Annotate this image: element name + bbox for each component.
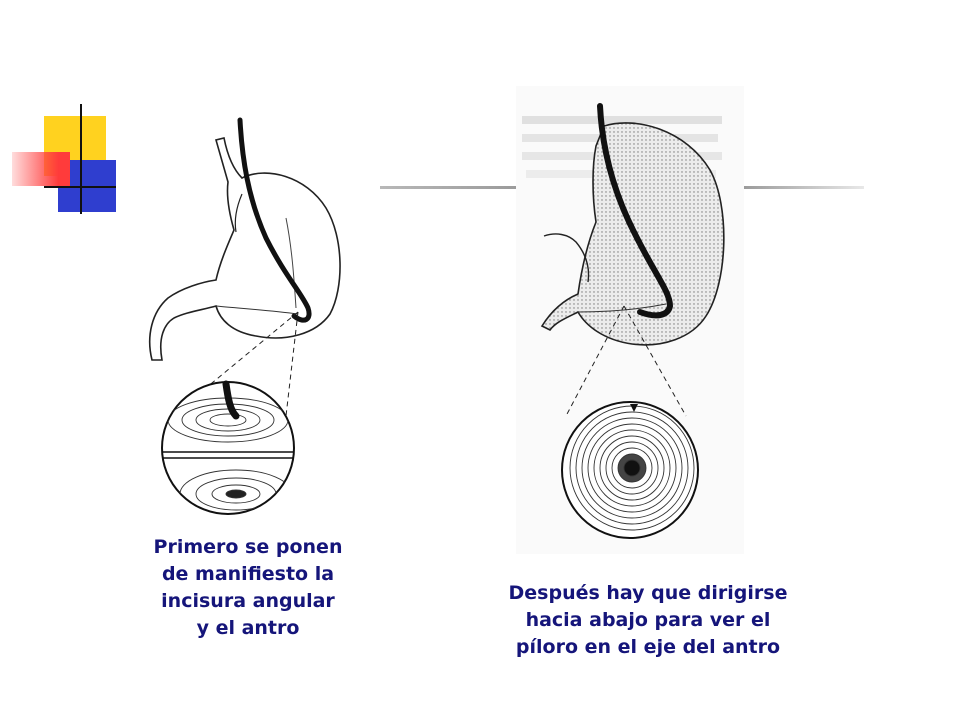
decor-horizontal-line — [44, 186, 122, 188]
caption-incisura: Primero se ponen de manifiesto la incisu… — [116, 534, 380, 642]
decor-red-bar — [12, 152, 70, 186]
caption-pylorus: Después hay que dirigirse hacia abajo pa… — [448, 580, 848, 661]
caption-line: incisura angular — [161, 590, 335, 612]
caption-line: hacia abajo para ver el — [525, 609, 771, 631]
caption-line: de manifiesto la — [161, 563, 335, 585]
caption-line: Primero se ponen — [153, 536, 343, 558]
caption-line: píloro en el eje del antro — [515, 636, 781, 658]
decor-vertical-line — [80, 104, 82, 214]
title-rule-segment — [380, 186, 520, 189]
stomach-incisura-illustration — [116, 98, 380, 528]
caption-line: y el antro — [196, 617, 300, 639]
caption-line: Después hay que dirigirse — [508, 582, 788, 604]
title-rule-segment — [742, 186, 864, 189]
stomach-pylorus-illustration — [516, 86, 744, 554]
